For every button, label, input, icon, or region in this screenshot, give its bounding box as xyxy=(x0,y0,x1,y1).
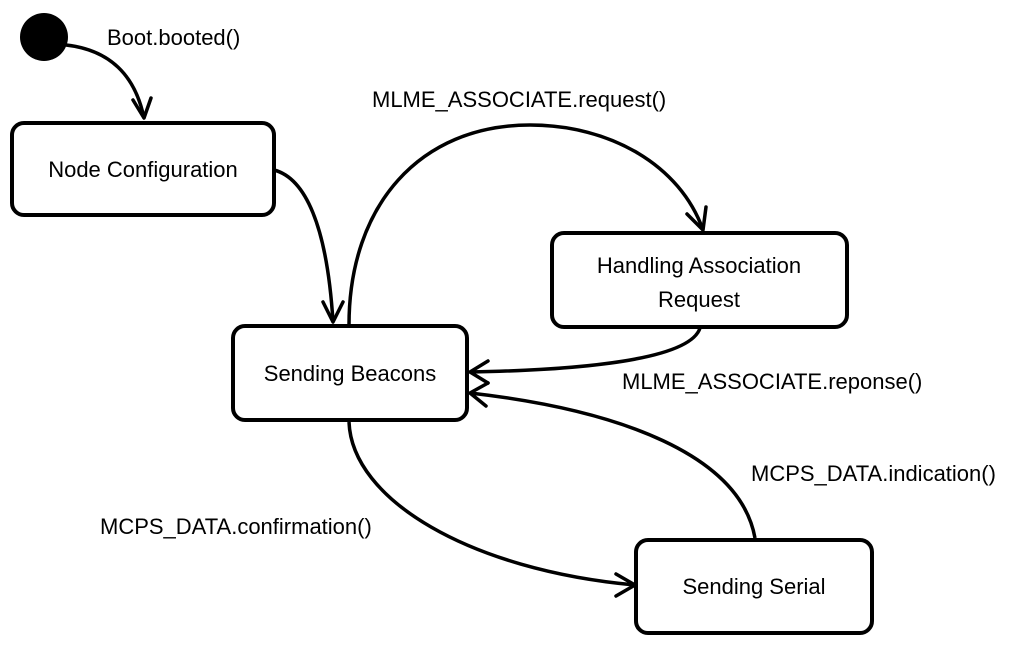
edge-boot-booted-arrowhead xyxy=(131,96,153,120)
edge-boot-booted-line xyxy=(65,43,146,119)
edge-label-mcps-data-indication: MCPS_DATA.indication() xyxy=(751,461,996,486)
initial-state xyxy=(20,13,68,61)
state-node-configuration-label: Node Configuration xyxy=(48,157,238,182)
edge-label-mlme-associate-request: MLME_ASSOCIATE.request() xyxy=(372,87,666,112)
edge-mlme-associate-request xyxy=(347,123,708,326)
edge-mcps-data-indication xyxy=(468,381,757,539)
state-handling-association-label-line2: Request xyxy=(658,287,740,312)
edge-mlme-associate-reponse xyxy=(468,327,702,385)
state-sending-serial-label: Sending Serial xyxy=(682,574,825,599)
edge-mcps-data-confirmation xyxy=(347,421,637,598)
state-node-configuration: Node Configuration xyxy=(10,121,276,217)
edge-label-mcps-data-confirmation: MCPS_DATA.confirmation() xyxy=(100,514,372,539)
edge-config-to-beacons-arrowhead xyxy=(321,300,345,324)
edge-mcps-data-indication-arrowhead xyxy=(468,381,490,408)
edge-label-mlme-associate-reponse: MLME_ASSOCIATE.reponse() xyxy=(622,369,922,394)
edge-mlme-associate-request-line xyxy=(347,123,705,326)
edge-boot-booted xyxy=(65,43,153,120)
edge-label-boot-booted: Boot.booted() xyxy=(107,25,240,50)
edge-mcps-data-indication-line xyxy=(469,391,757,539)
state-sending-beacons-label: Sending Beacons xyxy=(264,361,436,386)
edge-config-to-beacons-line xyxy=(273,168,335,323)
edge-mlme-associate-reponse-arrowhead xyxy=(468,359,490,385)
edge-mlme-associate-reponse-line xyxy=(469,327,702,374)
state-handling-association-request: Handling Association Request xyxy=(550,231,849,329)
edge-mcps-data-confirmation-line xyxy=(347,421,636,587)
state-sending-beacons: Sending Beacons xyxy=(231,324,469,422)
edge-config-to-beacons xyxy=(273,168,345,324)
state-sending-serial: Sending Serial xyxy=(634,538,874,635)
state-handling-association-label-line1: Handling Association xyxy=(597,253,801,278)
edge-mlme-associate-request-arrowhead xyxy=(685,205,708,232)
